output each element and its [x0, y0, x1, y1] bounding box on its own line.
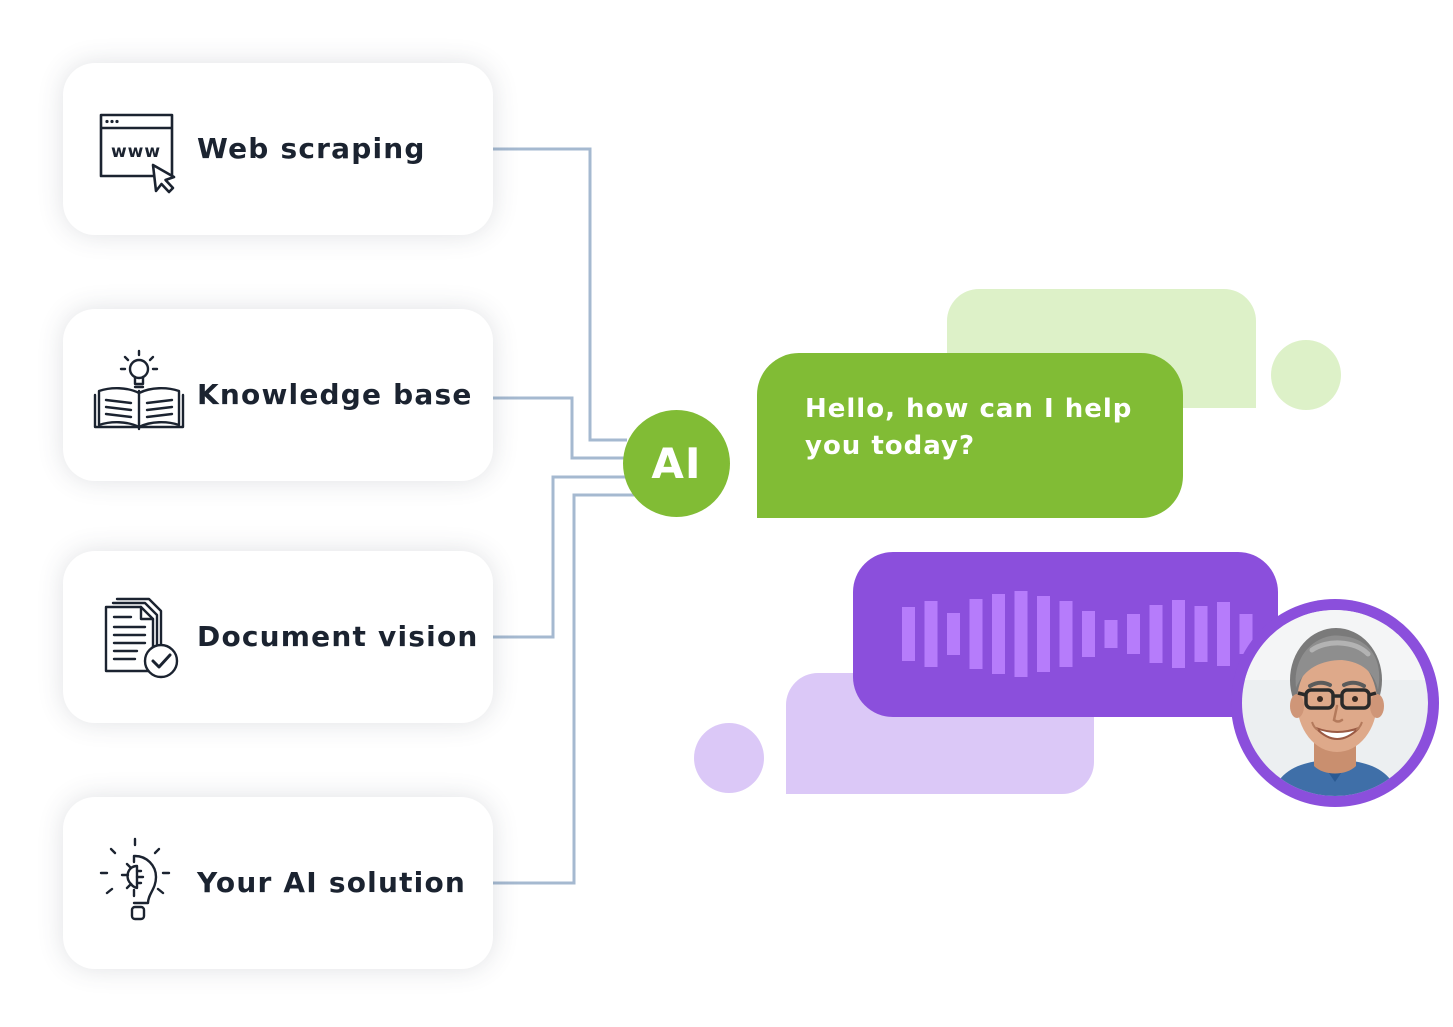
waveform-bar — [992, 594, 1005, 674]
connector-document-vision — [493, 475, 628, 639]
decorative-dot-purple — [694, 723, 764, 793]
waveform-bar — [902, 607, 915, 661]
ai-hub-node: AI — [623, 410, 730, 517]
connector-your-ai-solution — [493, 493, 634, 885]
waveform-bar — [1217, 602, 1230, 666]
waveform-bar — [1037, 596, 1050, 672]
open-book-lightbulb-icon — [91, 347, 187, 443]
source-label: Knowledge base — [197, 378, 473, 411]
decorative-dot-green — [1271, 340, 1341, 410]
source-label: Web scraping — [197, 132, 426, 165]
source-label: Document vision — [197, 620, 479, 653]
audio-waveform-icon — [902, 591, 1253, 677]
assistant-chat-bubble: Hello, how can I help you today? — [757, 353, 1183, 518]
source-card-document-vision: Document vision — [63, 551, 493, 723]
waveform-bar — [1127, 614, 1140, 654]
waveform-bar — [1149, 605, 1163, 663]
browser-www-cursor-icon: www — [91, 101, 187, 197]
connector-web-scraping — [493, 147, 627, 442]
voice-message-bubble — [853, 552, 1278, 717]
source-label: Your AI solution — [197, 866, 467, 899]
svg-text:www: www — [111, 142, 161, 162]
waveform-bar — [1059, 601, 1073, 667]
lightbulb-gear-icon — [91, 835, 187, 931]
waveform-bar — [969, 599, 983, 669]
waveform-bar — [1082, 611, 1095, 657]
waveform-bar — [924, 601, 938, 667]
connector-knowledge-base — [493, 396, 624, 460]
source-card-web-scraping: www Web scraping — [63, 63, 493, 235]
waveform-bar — [1194, 606, 1208, 662]
user-avatar — [1231, 599, 1439, 807]
document-check-icon — [91, 589, 187, 685]
source-card-knowledge-base: Knowledge base — [63, 309, 493, 481]
source-card-your-ai-solution: Your AI solution — [63, 797, 493, 969]
waveform-bar — [1014, 591, 1028, 677]
waveform-bar — [1104, 620, 1118, 648]
waveform-bar — [1172, 600, 1185, 668]
assistant-message-text: Hello, how can I help you today? — [805, 394, 1133, 461]
smiling-man-avatar — [1242, 610, 1428, 796]
waveform-bar — [947, 613, 960, 655]
